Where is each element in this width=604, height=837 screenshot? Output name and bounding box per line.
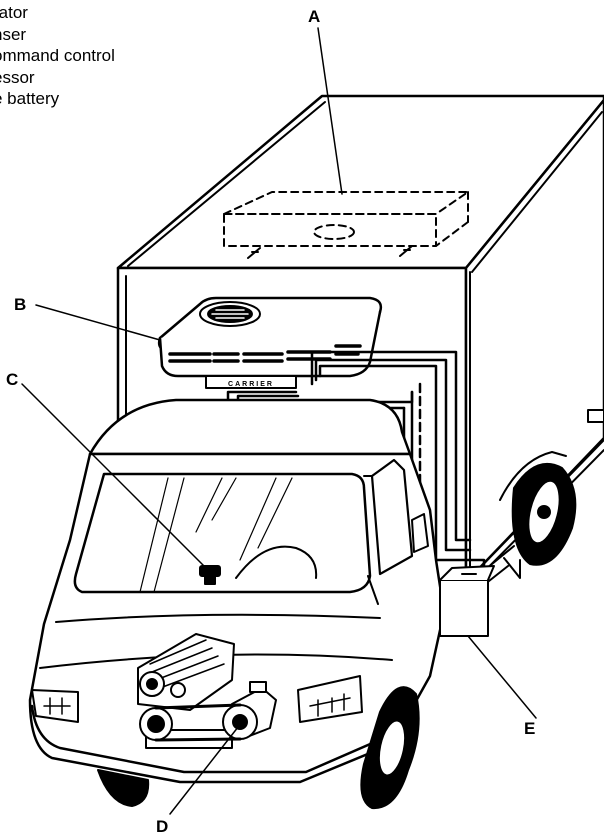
front-wheel-left [97,769,150,807]
battery-housing [439,579,489,637]
steering-wheel [235,545,318,579]
line-box-vertical-3 [310,350,472,542]
box-side-face [464,98,604,584]
callout-b: B [14,295,27,314]
component-legend: Arator Bnser Command control Dessor Ee b… [0,2,115,110]
leader-e [467,635,537,719]
box-roof-inner-edge [127,101,326,267]
drive-belt [154,703,242,742]
evaporator-top [223,191,469,215]
tire-rear-hub [537,505,551,519]
headlamp-right-detail [309,693,351,717]
headlamp-left-detail [43,697,71,715]
tire-front-left [97,769,150,807]
evaporator-fan-outline [313,224,355,240]
side-mirror [411,513,429,553]
legend-item-b: Bnser [0,24,27,44]
rear-fender [499,451,567,501]
legend-item-c: Command control [0,46,115,65]
line-box-vertical-1 [318,364,472,562]
legend-item-d: Dessor [0,67,35,87]
mount-right [399,245,413,257]
leader-b [35,304,161,341]
box-side-marker [587,409,604,423]
box-side-inner-edge [471,111,603,273]
callout-c: C [6,370,19,389]
callout-d: D [156,817,169,836]
control-stem [204,575,216,585]
engine-crank-pulley-hub [147,715,165,733]
engine-block [137,633,235,741]
tire-front-rim [377,719,407,777]
leader-d [169,721,243,815]
control-box [199,565,221,577]
condenser-unit: CARRIER [157,296,383,389]
legend-item-e: Ee battery [0,89,60,108]
windshield-reflections [139,477,293,593]
side-window [370,458,414,576]
dashboard-line [55,613,381,623]
battery [439,565,495,637]
line-box-vertical-2 [314,358,472,552]
truck-cab [28,398,446,784]
leader-c [21,383,205,567]
callout-e: E [524,719,536,738]
rear-wheel [499,451,577,566]
leader-lines [21,27,537,815]
condenser-base [205,375,297,389]
engine-fins [149,639,225,689]
evaporator-side-bottom [435,221,469,247]
leader-a [317,27,343,195]
cab-roof [88,398,412,456]
command-control [199,565,221,585]
condenser-brand-plate: CARRIER [228,381,274,388]
evaporator-unit [223,191,469,247]
engine-pulley-top-hub [146,678,158,690]
condenser-grille [168,344,362,363]
legend-item-a: Arator [0,3,28,22]
compressor [154,681,277,742]
evaporator-mounts [247,245,413,259]
windshield [73,472,372,594]
callout-a: A [308,7,321,26]
engine-idler [170,682,186,698]
mount-left [247,247,261,259]
compressor-fitting [249,681,267,693]
condenser-fan-grille [211,309,249,319]
compressor-pulley-hub [232,714,248,730]
front-wheel-right [360,686,420,810]
cab-a-pillar [363,475,379,605]
headlamp-right [297,675,363,723]
